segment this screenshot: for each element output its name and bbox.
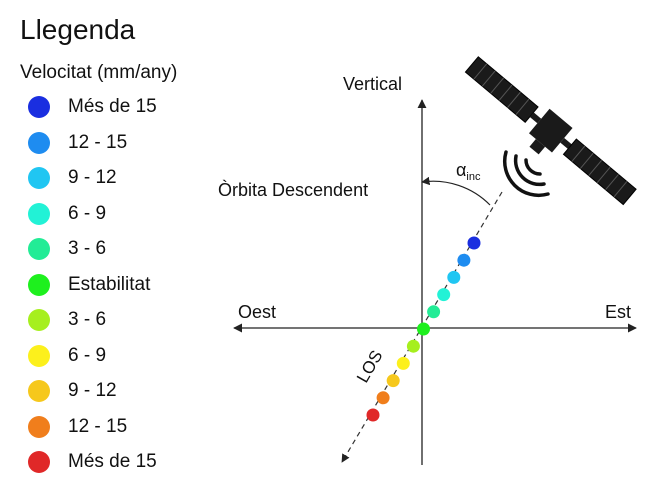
legend-color-dot [28,309,50,331]
los-velocity-point [406,339,420,353]
legend-item-label: 9 - 12 [68,167,117,188]
legend-item-label: 3 - 6 [68,309,107,330]
angle-symbol: α [456,160,466,180]
legend-item-label: Més de 15 [68,96,157,117]
los-velocity-point [366,408,380,422]
legend-item-label: 12 - 15 [68,415,128,437]
los-velocity-point [457,253,471,267]
satellite-icon [464,56,637,206]
legend-color-dot [28,415,50,438]
los-label: LOS [353,347,386,386]
los-velocity-point [427,305,441,319]
legend-color-dot [28,131,50,154]
los-velocity-point [376,391,390,405]
legend-color-dot [28,273,50,296]
angle-subscript: inc [466,171,481,183]
legend-title: Llegenda [20,14,136,45]
east-label: Est [605,302,631,322]
los-velocity-point [467,236,481,250]
los-velocity-point [447,270,461,284]
los-velocity-point [417,322,430,336]
vertical-label: Vertical [343,74,402,94]
incidence-angle-arc [421,176,491,206]
legend-item-label: 3 - 6 [68,238,107,259]
legend-item-label: 6 - 9 [68,344,107,366]
legend-color-dot [28,167,50,189]
legend-color-dot [28,380,50,402]
legend-item-label: 6 - 9 [68,202,107,224]
legend-panel: Llegenda Velocitat (mm/any) Més de 15 12 … [0,0,230,490]
los-velocity-point [386,374,400,388]
legend-color-dot [28,238,50,260]
los-velocity-point [437,288,451,302]
west-label: Oest [238,302,276,322]
los-velocity-points [366,236,481,422]
legend-color-dot [28,451,50,473]
legend-item-label: 9 - 12 [68,380,117,401]
los-velocity-point [396,356,410,370]
legend-color-dot [28,344,50,367]
orbit-label: Òrbita Descendent [218,179,368,200]
legend-item-label: 12 - 15 [68,131,128,153]
legend-item-label: Més de 15 [68,451,157,472]
incidence-angle-label: αinc [456,160,481,183]
legend-item-label: Estabilitat [68,273,151,295]
legend-color-dot [28,96,50,118]
signal-waves-icon [502,150,550,198]
legend-color-dot [28,202,50,225]
legend-subtitle: Velocitat (mm/any) [20,62,178,83]
